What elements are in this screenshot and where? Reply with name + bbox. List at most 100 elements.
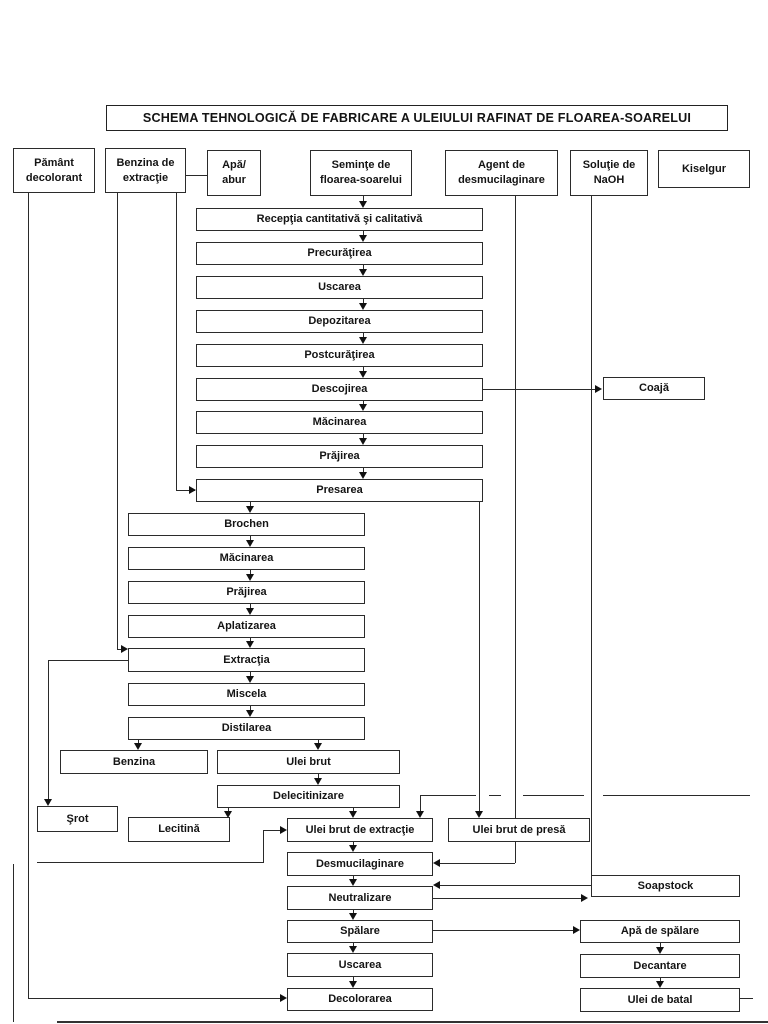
arrow-right-icon xyxy=(280,994,287,1002)
node-lecitina: Lecitină xyxy=(128,817,230,842)
node-srot: Şrot xyxy=(37,806,118,832)
node-extractia: Extracţia xyxy=(128,648,365,672)
arrow-down-icon xyxy=(416,811,424,818)
connector xyxy=(660,977,662,982)
arrow-down-icon xyxy=(475,811,483,818)
connector xyxy=(363,468,365,474)
arrow-down-icon xyxy=(246,710,254,717)
connector xyxy=(28,193,30,998)
connector xyxy=(318,774,320,780)
arrow-down-icon xyxy=(359,269,367,276)
arrow-right-icon xyxy=(573,926,580,934)
node-neutralizare: Neutralizare xyxy=(287,886,433,910)
page-edge xyxy=(57,1021,768,1023)
connector xyxy=(176,175,178,490)
node-brochen: Brochen xyxy=(128,513,365,536)
arrow-right-icon xyxy=(581,894,588,902)
node-solutie-naoh: Soluţie de NaOH xyxy=(570,150,648,196)
connector xyxy=(489,795,501,797)
connector xyxy=(591,196,593,885)
node-precuratirea: Precurăţirea xyxy=(196,242,483,265)
node-benzina-de-extractie: Benzina de extracţie xyxy=(105,148,186,193)
connector xyxy=(353,808,355,812)
node-delecitinizare: Delecitinizare xyxy=(217,785,400,808)
connector xyxy=(353,907,355,914)
connector xyxy=(523,795,584,797)
arrow-down-icon xyxy=(44,799,52,806)
arrow-right-icon xyxy=(121,645,128,653)
connector xyxy=(117,649,122,651)
connector xyxy=(363,401,365,406)
connector xyxy=(13,864,15,1022)
connector xyxy=(263,830,265,863)
node-macinarea-2: Măcinarea xyxy=(128,547,365,570)
node-prajirea-2: Prăjirea xyxy=(128,581,365,604)
arrow-down-icon xyxy=(349,981,357,988)
connector xyxy=(420,795,422,812)
connector xyxy=(250,604,252,610)
arrow-down-icon xyxy=(349,913,357,920)
arrow-down-icon xyxy=(134,743,142,750)
arrow-down-icon xyxy=(359,404,367,411)
node-ulei-brut-extractie: Ulei brut de extracţie xyxy=(287,818,433,842)
connector xyxy=(483,389,596,391)
arrow-left-icon xyxy=(433,881,440,889)
connector xyxy=(250,570,252,576)
connector xyxy=(420,795,476,797)
arrow-down-icon xyxy=(349,879,357,886)
node-aplatizarea: Aplatizarea xyxy=(128,615,365,638)
node-ulei-brut-presa: Ulei brut de presă xyxy=(448,818,590,842)
node-postcuratirea: Postcurăţirea xyxy=(196,344,483,367)
node-uscarea-2: Uscarea xyxy=(287,953,433,977)
diagram-title: SCHEMA TEHNOLOGICĂ DE FABRICARE A ULEIUL… xyxy=(106,105,728,131)
connector xyxy=(479,502,481,813)
connector xyxy=(28,998,281,1000)
node-ulei-brut: Ulei brut xyxy=(217,750,400,774)
node-desmucilaginare: Desmucilaginare xyxy=(287,852,433,876)
connector xyxy=(353,840,355,846)
connector xyxy=(433,930,574,932)
node-presarea: Presarea xyxy=(196,479,483,502)
connector xyxy=(117,193,119,649)
connector xyxy=(250,536,252,542)
arrow-right-icon xyxy=(595,385,602,393)
connector xyxy=(440,863,515,865)
arrow-down-icon xyxy=(246,676,254,683)
arrow-left-icon xyxy=(433,859,440,867)
node-decolorarea: Decolorarea xyxy=(287,988,433,1011)
connector xyxy=(740,998,753,1000)
connector xyxy=(250,502,252,508)
arrow-down-icon xyxy=(314,743,322,750)
connector xyxy=(176,490,195,492)
connector xyxy=(318,740,320,745)
node-apa-abur: Apă/ abur xyxy=(207,150,261,196)
connector xyxy=(37,862,263,864)
arrow-down-icon xyxy=(359,472,367,479)
connector xyxy=(363,434,365,440)
connector xyxy=(263,830,281,832)
arrow-down-icon xyxy=(314,778,322,785)
arrow-down-icon xyxy=(349,811,357,818)
node-kiselgur: Kiselgur xyxy=(658,150,750,188)
arrow-down-icon xyxy=(246,506,254,513)
connector xyxy=(250,706,252,712)
connector xyxy=(48,660,128,662)
node-miscela: Miscela xyxy=(128,683,365,706)
connector xyxy=(138,740,140,745)
connector xyxy=(363,231,365,237)
arrow-down-icon xyxy=(359,438,367,445)
arrow-down-icon xyxy=(224,811,232,818)
node-benzina: Benzina xyxy=(60,750,208,774)
arrow-down-icon xyxy=(359,371,367,378)
connector xyxy=(228,808,230,812)
node-spalare: Spălare xyxy=(287,920,433,943)
connector xyxy=(250,672,252,678)
node-uscarea-1: Uscarea xyxy=(196,276,483,299)
connector xyxy=(363,367,365,373)
arrow-down-icon xyxy=(246,574,254,581)
arrow-down-icon xyxy=(656,981,664,988)
connector xyxy=(660,943,662,948)
arrow-down-icon xyxy=(349,946,357,953)
arrow-down-icon xyxy=(359,235,367,242)
